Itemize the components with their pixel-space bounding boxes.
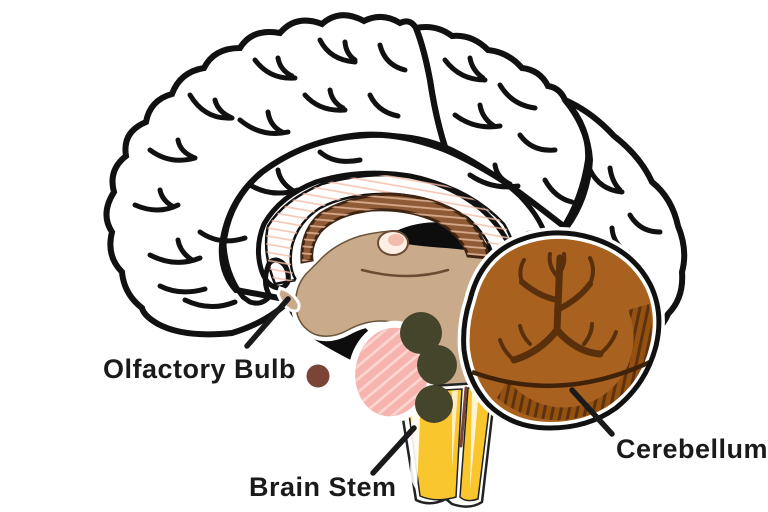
brain-stem-leader-line xyxy=(370,425,417,476)
cerebellum-leader-line xyxy=(569,387,615,437)
brain-stem-median-line xyxy=(459,386,468,448)
parietal-lobe-sulci xyxy=(442,55,575,205)
frontal-lobe-region xyxy=(103,12,451,338)
brainstem-nuclei-dots xyxy=(400,312,457,423)
interthalamic-adhesion-inner xyxy=(388,234,404,246)
nucleus-dot-3 xyxy=(415,385,453,423)
nucleus-dot-1 xyxy=(400,312,442,354)
brain-stem-highlight-right xyxy=(470,390,479,490)
brain-stem-highlight-left2 xyxy=(452,390,458,468)
cerebellum-label: Cerebellum xyxy=(616,434,768,464)
pituitary-gland xyxy=(303,361,333,391)
nucleus-dot-2 xyxy=(417,345,457,385)
brain-stem-highlight-left xyxy=(410,394,421,492)
cerebellum-outline xyxy=(461,230,662,431)
cerebellum-arbor-vitae xyxy=(498,252,618,364)
olfactory-bulb-label: Olfactory Bulb xyxy=(103,354,296,384)
hypothalamic-sulcus xyxy=(360,268,450,278)
cerebellum-region xyxy=(457,226,665,434)
corpus-callosum-texture xyxy=(301,194,488,262)
brain-stem-right-column xyxy=(459,385,493,502)
pituitary-stalk xyxy=(302,334,320,368)
olfactory-bulb-leader-line xyxy=(244,296,291,349)
corona-radiata-texture xyxy=(266,175,515,284)
cerebellum-fissure xyxy=(471,359,651,389)
brain-stem-label: Brain Stem xyxy=(249,472,397,502)
cerebellum-rim-texture xyxy=(497,304,652,421)
